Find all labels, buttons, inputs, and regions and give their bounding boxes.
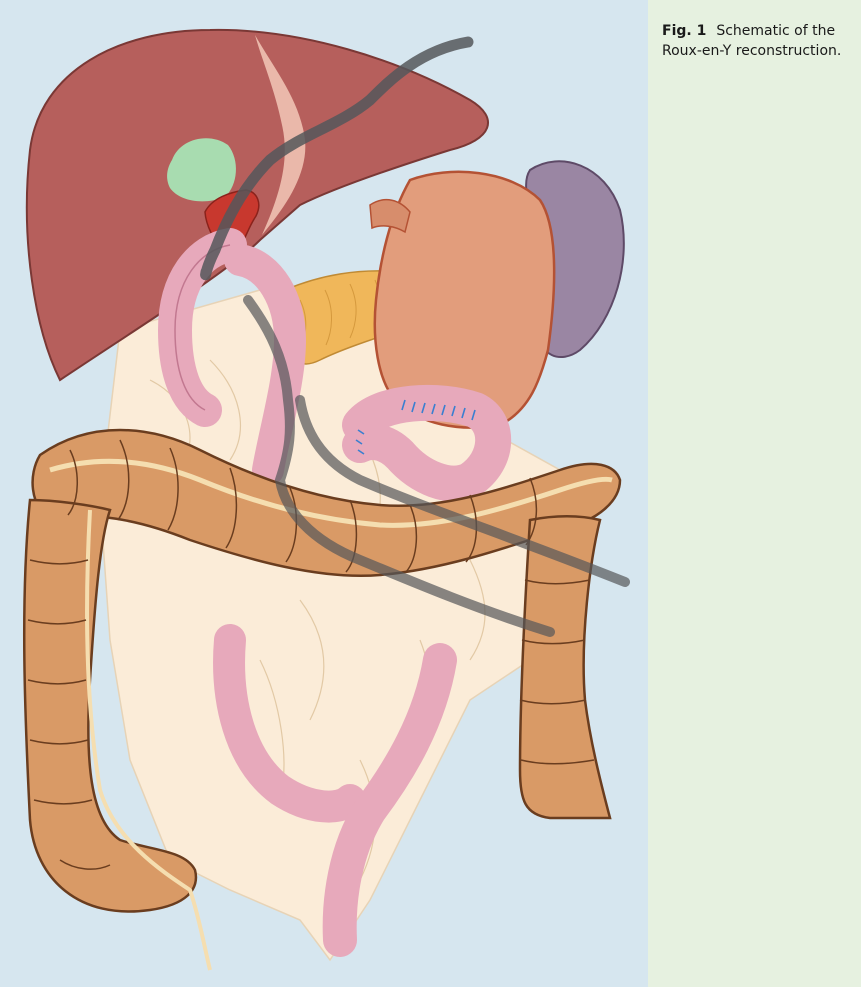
figure-panel — [0, 0, 648, 987]
figure-label: Fig. 1 — [662, 23, 706, 39]
roux-en-y-schematic — [0, 0, 648, 987]
